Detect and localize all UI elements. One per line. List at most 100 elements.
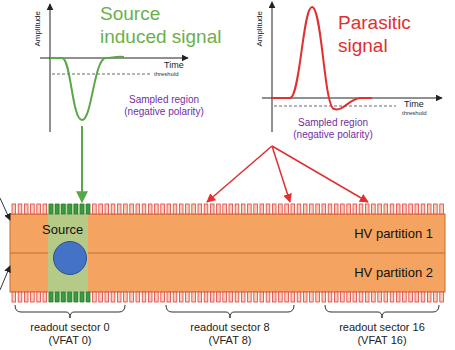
strip (24, 204, 28, 214)
strip (421, 292, 425, 302)
threshold-label: threshold (154, 71, 186, 78)
partition-label: HV partition 1 (354, 226, 433, 241)
strip (266, 204, 270, 214)
strip (291, 292, 295, 302)
strip (384, 204, 388, 214)
threshold-label: threshold (402, 110, 434, 117)
strip (285, 204, 289, 214)
strip (186, 204, 190, 214)
strip (434, 292, 438, 302)
strip (179, 204, 183, 214)
strip (334, 292, 338, 302)
strip (403, 204, 407, 214)
strip (142, 204, 146, 214)
parasitic-plot (207, 2, 442, 202)
strip (217, 204, 221, 214)
threshold-line (274, 106, 396, 107)
strip (409, 292, 413, 302)
strip (365, 292, 369, 302)
source-circle: Source (53, 241, 87, 275)
strip (279, 292, 283, 302)
strip (55, 204, 59, 214)
strip (148, 204, 152, 214)
strip (210, 292, 214, 302)
strip (223, 204, 227, 214)
strip (80, 204, 84, 214)
strip (390, 204, 394, 214)
strip (322, 292, 326, 302)
strip (279, 204, 283, 214)
strip (86, 292, 90, 302)
strip (353, 204, 357, 214)
strip (378, 204, 382, 214)
strip (105, 204, 109, 214)
strip (93, 292, 97, 302)
threshold-line (52, 74, 152, 75)
strip (148, 292, 152, 302)
strip (272, 292, 276, 302)
strip (99, 292, 103, 302)
strip (347, 204, 351, 214)
pointer-arrow (0, 198, 10, 220)
strip (303, 204, 307, 214)
strip (105, 292, 109, 302)
strip (229, 204, 233, 214)
strip (130, 292, 134, 302)
strip (229, 292, 233, 302)
strip (43, 204, 47, 214)
strip (248, 292, 252, 302)
strip (303, 292, 307, 302)
strip (415, 204, 419, 214)
strip (241, 292, 245, 302)
strip (155, 292, 159, 302)
strip (161, 292, 165, 302)
strip (390, 292, 394, 302)
strip (80, 292, 84, 302)
strip (427, 204, 431, 214)
negative-pulse (50, 57, 124, 120)
strip (316, 292, 320, 302)
strip (62, 292, 66, 302)
strip (93, 204, 97, 214)
strip (37, 292, 41, 302)
plot-title: Parasitic signal (338, 12, 438, 58)
strip (167, 204, 171, 214)
strip (353, 292, 357, 302)
strip (117, 292, 121, 302)
strip (297, 292, 301, 302)
strip (378, 292, 382, 302)
strip (12, 204, 16, 214)
sector-label: readout sector 16 (VFAT 16) (327, 321, 437, 346)
strip (49, 292, 53, 302)
bracket (15, 305, 125, 318)
strip (18, 204, 22, 214)
strip (223, 292, 227, 302)
strip (136, 204, 140, 214)
strip (365, 204, 369, 214)
strip (204, 204, 208, 214)
strip (198, 204, 202, 214)
readout-strips (12, 204, 443, 302)
strip (359, 204, 363, 214)
strip (179, 292, 183, 302)
partition-label: HV partition 2 (354, 265, 433, 280)
strip (31, 292, 35, 302)
strip (24, 292, 28, 302)
detector-chamber (0, 198, 445, 302)
region-note: Sampled region (negative polarity) (116, 94, 212, 118)
axis-label: Amplitude (255, 4, 265, 54)
strip (427, 292, 431, 302)
strip (334, 204, 338, 214)
strip (403, 292, 407, 302)
parasitic-arrow (207, 146, 272, 202)
strip (254, 204, 258, 214)
strip (328, 204, 332, 214)
amplitude-axis (50, 4, 51, 132)
axis-label: Time (164, 60, 194, 71)
strip (260, 204, 264, 214)
strip (74, 204, 78, 214)
parasitic-arrow (272, 146, 368, 202)
strip (347, 292, 351, 302)
strip (68, 292, 72, 302)
